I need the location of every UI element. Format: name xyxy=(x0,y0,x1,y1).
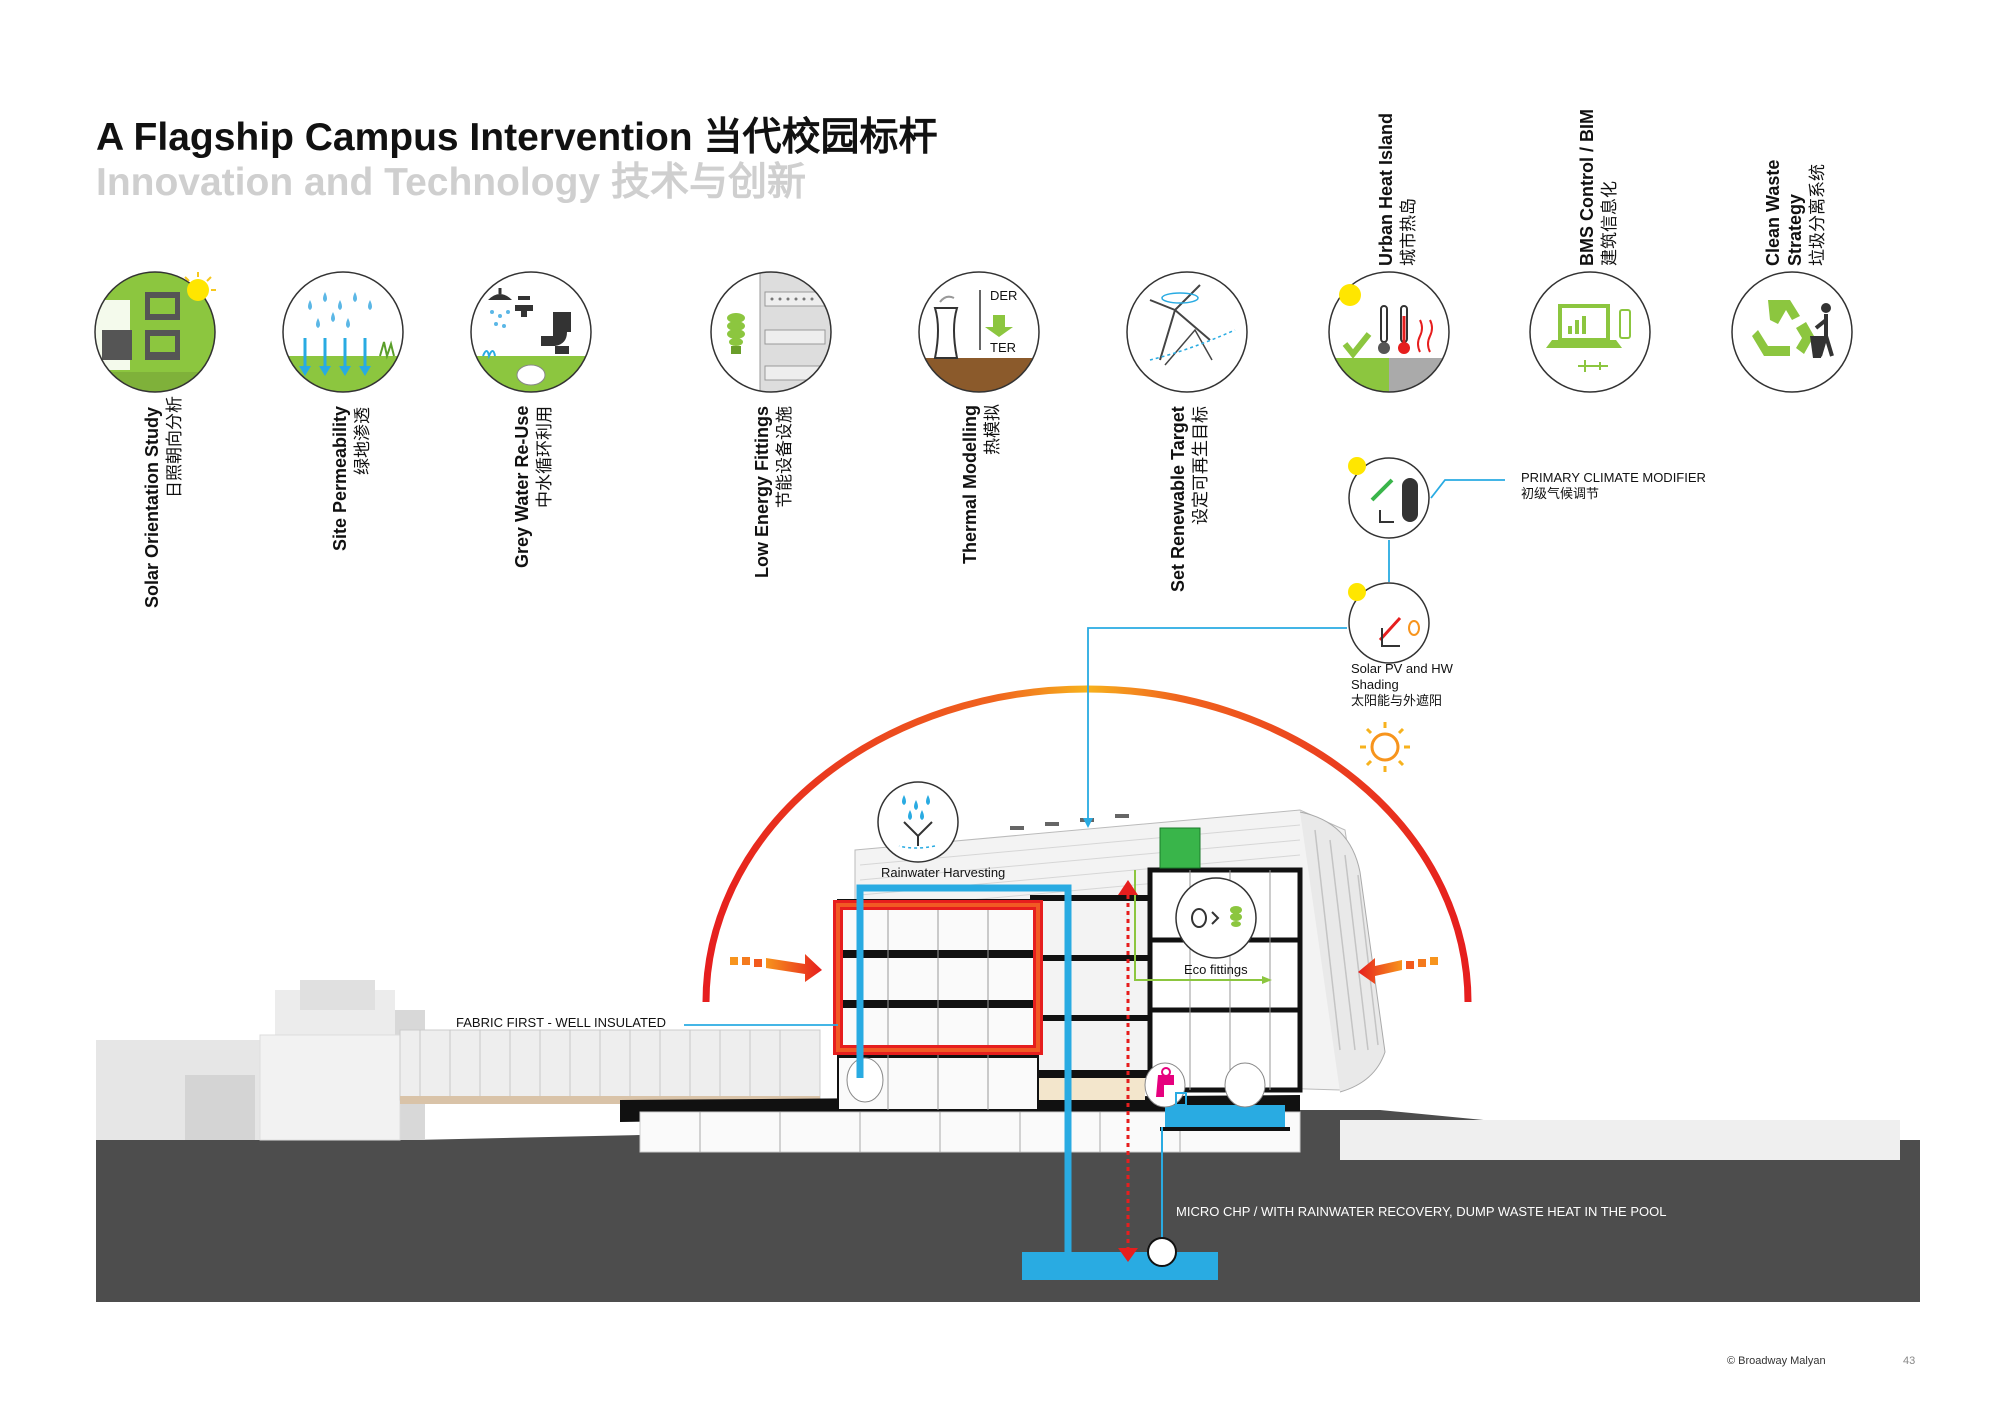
svg-text:节能设备设施: 节能设备设施 xyxy=(775,406,795,508)
label-clean-waste: Clean Waste Strategy 垃圾分离系统 xyxy=(1763,160,1828,266)
tap-icon xyxy=(1156,1067,1187,1106)
rainwater-tank xyxy=(1022,1252,1218,1280)
solar-pv-label: Solar PV and HW xyxy=(1351,661,1454,676)
svg-text:Site Permeability: Site Permeability xyxy=(330,406,350,551)
svg-text:热模拟: 热模拟 xyxy=(983,404,1003,455)
svg-text:Urban Heat Island: Urban Heat Island xyxy=(1376,113,1396,266)
page-title: A Flagship Campus Intervention 当代校园标杆 xyxy=(96,116,938,159)
rainwater-icon xyxy=(877,781,959,863)
eco-fittings-icon xyxy=(1175,877,1257,959)
solar-pv-label-cn: 太阳能与外遮阳 xyxy=(1351,693,1442,709)
fabric-first-label: FABRIC FIRST - WELL INSULATED xyxy=(456,1015,666,1030)
label-bms-control: BMS Control / BIM 建筑信息化 xyxy=(1577,109,1620,266)
svg-text:日照朝向分析: 日照朝向分析 xyxy=(165,396,185,498)
svg-text:Clean Waste: Clean Waste xyxy=(1763,160,1783,266)
primary-climate-icon xyxy=(1348,457,1430,539)
svg-text:设定可再生目标: 设定可再生目标 xyxy=(1191,406,1211,525)
eco-fittings-label: Eco fittings xyxy=(1184,962,1248,977)
svg-text:BMS Control / BIM: BMS Control / BIM xyxy=(1577,109,1597,266)
solar-pv-label-2: Shading xyxy=(1351,677,1399,692)
rainwater-label: Rainwater Harvesting xyxy=(881,865,1005,880)
svg-text:Grey Water Re-Use: Grey Water Re-Use xyxy=(512,406,532,568)
solar-pv-icon xyxy=(1348,582,1430,664)
label-thermal-modelling: Thermal Modelling 热模拟 xyxy=(960,404,1003,564)
micro-chp-label: MICRO CHP / WITH RAINWATER RECOVERY, DUM… xyxy=(1176,1204,1666,1219)
leader-lines xyxy=(684,479,1505,1026)
svg-text:中水循环利用: 中水循环利用 xyxy=(535,406,555,508)
svg-text:绿地渗透: 绿地渗透 xyxy=(353,407,373,475)
der-label: DER xyxy=(990,288,1017,303)
rainwater-pipe xyxy=(856,884,1072,1262)
svg-text:垃圾分离系统: 垃圾分离系统 xyxy=(1808,164,1828,266)
label-renewable-target: Set Renewable Target 设定可再生目标 xyxy=(1168,406,1211,592)
site-permeability-icon xyxy=(282,271,404,393)
label-site-permeability: Site Permeability 绿地渗透 xyxy=(330,406,373,551)
primary-climate-label: PRIMARY CLIMATE MODIFIER xyxy=(1521,470,1706,485)
svg-text:Low Energy Fittings: Low Energy Fittings xyxy=(752,406,772,578)
svg-text:Thermal Modelling: Thermal Modelling xyxy=(960,405,980,564)
svg-text:Strategy: Strategy xyxy=(1785,194,1805,266)
laptop-icon xyxy=(1529,271,1651,393)
thermal-modelling-icon: DER TER xyxy=(918,271,1040,393)
label-low-energy: Low Energy Fittings 节能设备设施 xyxy=(752,406,795,578)
copyright: © Broadway Malyan xyxy=(1727,1355,1826,1367)
page-subtitle: Innovation and Technology 技术与创新 xyxy=(96,161,806,204)
heat-exchange-dotted xyxy=(1118,880,1138,1262)
solar-orientation-icon xyxy=(94,271,216,393)
grey-water-icon xyxy=(470,271,592,393)
climate-envelope-arc xyxy=(702,685,1472,1003)
svg-text:建筑信息化: 建筑信息化 xyxy=(1600,181,1620,266)
svg-text:城市热岛: 城市热岛 xyxy=(1399,198,1419,266)
ter-label: TER xyxy=(990,340,1016,355)
chp-unit xyxy=(1147,1237,1177,1267)
campus-building xyxy=(620,809,1386,1153)
svg-text:Set Renewable Target: Set Renewable Target xyxy=(1168,406,1188,592)
svg-text:Solar Orientation Study: Solar Orientation Study xyxy=(142,407,162,608)
heat-arrow-right xyxy=(1358,957,1438,984)
label-grey-water: Grey Water Re-Use 中水循环利用 xyxy=(512,406,555,568)
ground-section xyxy=(96,1110,1920,1302)
low-energy-bulb-icon xyxy=(710,271,832,393)
thermometer-icon xyxy=(1328,271,1450,393)
context-buildings xyxy=(96,980,1900,1160)
label-urban-heat-island: Urban Heat Island 城市热岛 xyxy=(1376,113,1419,266)
sun-icon xyxy=(1360,722,1410,772)
page-number: 43 xyxy=(1903,1355,1916,1367)
recycle-icon xyxy=(1731,271,1853,393)
primary-climate-label-cn: 初级气候调节 xyxy=(1521,486,1599,502)
heat-arrow-left xyxy=(730,954,822,982)
wind-turbine-icon xyxy=(1126,271,1248,393)
label-solar-orientation: Solar Orientation Study 日照朝向分析 xyxy=(142,396,185,608)
